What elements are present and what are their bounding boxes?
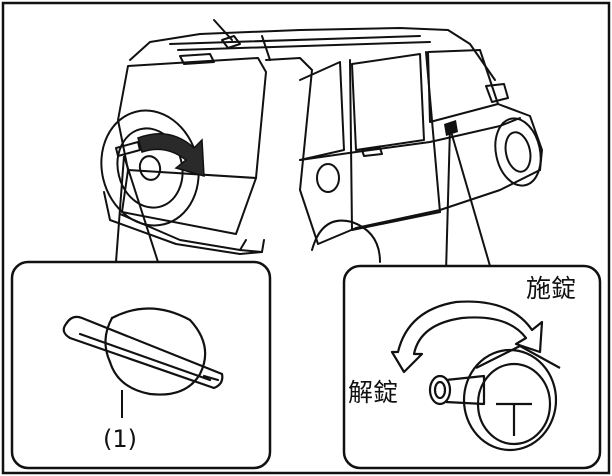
door-handle-illustration bbox=[62, 307, 224, 396]
unlock-label: 解錠 bbox=[348, 378, 399, 407]
lock-rotation-arrow bbox=[390, 300, 544, 374]
key-cylinder-illustration bbox=[428, 344, 561, 452]
callout-leaders bbox=[115, 127, 491, 273]
callout-left-box bbox=[10, 260, 272, 470]
part-1-label: (1) bbox=[103, 425, 137, 453]
vehicle-body bbox=[100, 19, 543, 263]
key-cylinder-marker bbox=[444, 120, 458, 136]
callout-right-box bbox=[342, 264, 602, 470]
lock-label: 施錠 bbox=[526, 274, 577, 303]
tailgate-open-arrow bbox=[137, 133, 205, 178]
